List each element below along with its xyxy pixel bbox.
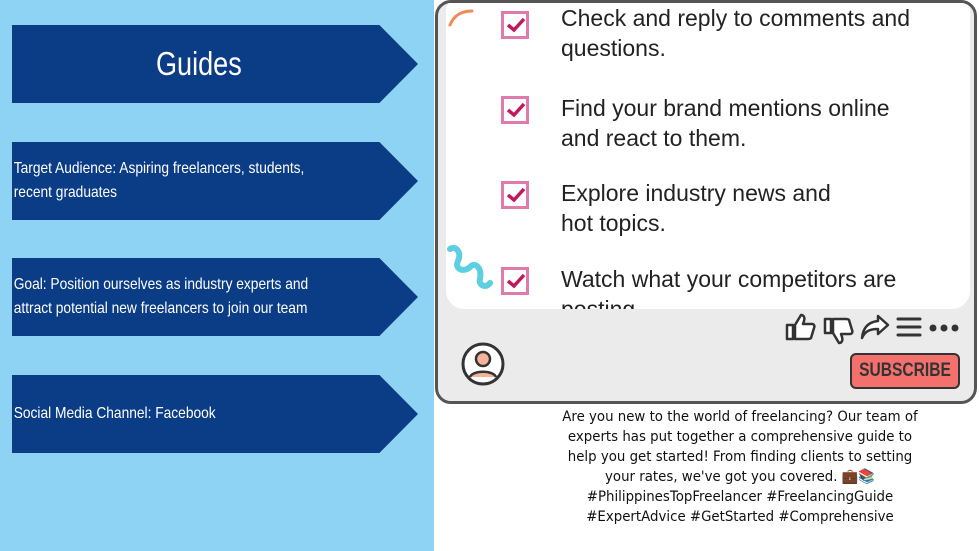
thumbs-up-icon[interactable] [784,312,816,347]
checkbox-icon [501,96,529,124]
guides-title-arrow: Guides [12,25,418,103]
subscribe-button[interactable]: SUBSCRIBE [850,353,960,389]
checklist-text: posting [561,296,636,309]
teal-squiggle-decoration [447,245,493,289]
goal-arrow: Goal: Position ourselves as industry exp… [12,258,418,336]
checkbox-icon [501,11,529,39]
guides-title: Guides [155,45,242,82]
caption-line: Are you new to the world of freelancing?… [562,409,918,425]
goal-text: Goal: Position ourselves as industry exp… [13,276,309,317]
checklist-text: Watch what your competitors are [561,266,897,292]
target-audience-text: Target Audience: Aspiring freelancers, s… [13,160,305,201]
checklist-text: hot topics. [561,210,666,236]
checkbox-icon [501,267,529,295]
more-icon[interactable] [928,320,960,338]
social-post-mockup: Check and reply to comments and question… [435,0,977,404]
channel-arrow: Social Media Channel: Facebook [12,375,418,453]
menu-icon[interactable] [896,316,922,343]
post-caption: Are you new to the world of freelancing?… [540,407,940,527]
checklist-text: Explore industry news and [561,180,831,206]
checklist-text: questions. [561,35,666,61]
avatar-icon[interactable] [460,341,506,392]
orange-swirl-decoration [448,9,474,27]
subscribe-label: SUBSCRIBE [859,360,951,381]
caption-line: #ExpertAdvice #GetStarted #Comprehensive [586,509,894,525]
checklist-text: Check and reply to comments and [561,5,911,31]
checkbox-icon [501,181,529,209]
checklist-text: and react to them. [561,125,747,151]
post-image: Check and reply to comments and question… [446,3,970,309]
caption-line: your rates, we've got you covered. 💼📚 [605,469,875,485]
post-action-bar [784,313,960,345]
caption-line: help you get started! From finding clien… [567,449,913,465]
left-panel: Guides Target Audience: Aspiring freelan… [0,0,434,551]
thumbs-down-icon[interactable] [822,308,854,351]
share-icon[interactable] [860,313,890,346]
target-audience-arrow: Target Audience: Aspiring freelancers, s… [12,142,418,220]
caption-line: #PhilippinesTopFreelancer #FreelancingGu… [586,489,894,505]
caption-line: experts has put together a comprehensive… [567,429,913,445]
channel-text: Social Media Channel: Facebook [13,405,216,422]
checklist-text: Find your brand mentions online [561,95,890,121]
